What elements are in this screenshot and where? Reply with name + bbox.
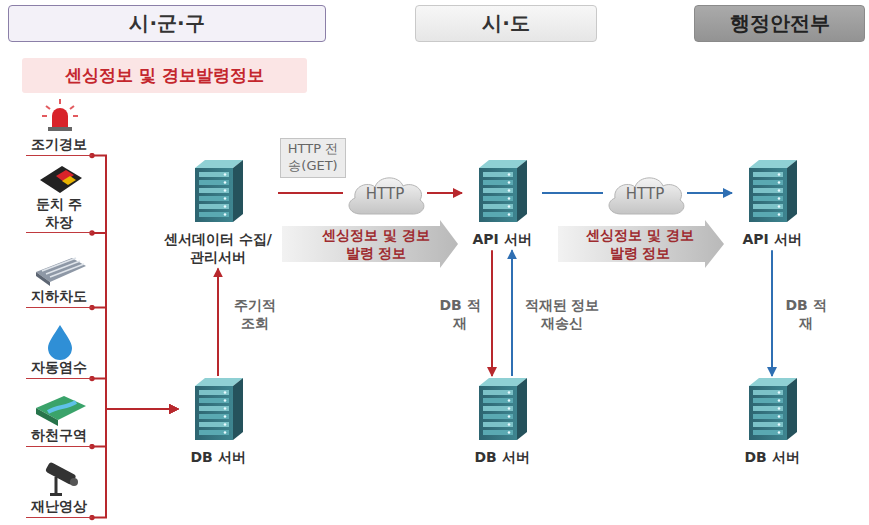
region-header: 시·도 bbox=[415, 5, 597, 42]
edge-label: HTTP 전송(GET) bbox=[280, 138, 346, 178]
node-text: API 서버 bbox=[464, 230, 540, 248]
water-drop-icon bbox=[48, 325, 72, 360]
region-header: 시·군·구 bbox=[8, 5, 326, 42]
sensor-label: 둔치 주차장 bbox=[26, 196, 92, 233]
node-text: HTTP bbox=[366, 185, 404, 203]
node-text: 자동염수 bbox=[30, 359, 88, 377]
section-heading: 센싱정보 및 경보발령정보 bbox=[22, 58, 307, 93]
server-icon bbox=[191, 158, 245, 224]
server-node: API 서버 bbox=[732, 158, 812, 250]
server-icon bbox=[745, 158, 799, 224]
node-text: 센서데이터 수집/관리서버 bbox=[160, 230, 276, 266]
node-text: DB 서버 bbox=[464, 448, 540, 466]
server-node: 센서데이터 수집/관리서버 bbox=[158, 158, 278, 268]
sensor-label: 자동염수 bbox=[26, 359, 92, 379]
connector bbox=[217, 268, 219, 376]
edge-label: 적재된 정보 재송신 bbox=[520, 296, 604, 332]
http-cloud: HTTP bbox=[603, 172, 687, 216]
node-text: 둔치 주차장 bbox=[30, 196, 88, 231]
flow-label: 센싱정보 및 경보발령 정보 bbox=[320, 226, 432, 262]
sensor-label: 조기경보 bbox=[26, 136, 92, 156]
node-text: 하천구역 bbox=[30, 427, 88, 445]
server-node: DB 서버 bbox=[732, 376, 812, 468]
connector bbox=[278, 192, 343, 194]
edge-label: DB 적재 bbox=[782, 296, 830, 332]
connector bbox=[92, 409, 178, 518]
edge-label: 주기적 조회 bbox=[230, 296, 280, 332]
connector bbox=[92, 233, 178, 409]
connector bbox=[92, 379, 178, 410]
node-text: 센싱정보 및 경보발령정보 bbox=[65, 64, 264, 87]
connector bbox=[542, 192, 603, 194]
flow-arrow bbox=[558, 220, 724, 268]
node-text: API 서버 bbox=[734, 230, 810, 248]
parking-icon bbox=[40, 166, 82, 193]
node-text: 시·도 bbox=[482, 10, 530, 37]
node-text: DB 서버 bbox=[180, 448, 256, 466]
server-icon bbox=[191, 376, 245, 442]
connector bbox=[92, 409, 178, 447]
node-text: 지하차도 bbox=[30, 288, 88, 306]
connector bbox=[491, 250, 493, 376]
server-node: API 서버 bbox=[462, 158, 542, 250]
connector bbox=[92, 156, 178, 410]
node-text: DB 서버 bbox=[734, 448, 810, 466]
connector bbox=[771, 250, 773, 376]
node-text: 행정안전부 bbox=[730, 10, 830, 37]
node-text: HTTP bbox=[626, 185, 664, 203]
node-text: 시·군·구 bbox=[129, 10, 204, 37]
sensor-label: 재난영상 bbox=[26, 498, 92, 518]
connector bbox=[427, 192, 462, 194]
flow-arrow bbox=[282, 220, 458, 268]
edge-label: DB 적재 bbox=[436, 296, 484, 332]
server-icon bbox=[475, 376, 529, 442]
camera-icon bbox=[45, 462, 78, 496]
server-icon bbox=[475, 158, 529, 224]
node-text: 재난영상 bbox=[30, 498, 88, 516]
region-header: 행정안전부 bbox=[694, 5, 865, 42]
flow-label: 센싱정보 및 경보발령 정보 bbox=[584, 226, 696, 262]
node-text: 조기경보 bbox=[30, 136, 88, 154]
server-node: DB 서버 bbox=[462, 376, 542, 468]
connector bbox=[687, 192, 732, 194]
underpass-icon bbox=[36, 258, 86, 286]
river-icon bbox=[36, 396, 86, 426]
http-cloud: HTTP bbox=[343, 172, 427, 216]
connector bbox=[511, 250, 513, 376]
sensor-label: 하천구역 bbox=[26, 427, 92, 447]
alarm-icon bbox=[42, 99, 78, 131]
server-icon bbox=[745, 376, 799, 442]
connector bbox=[92, 308, 178, 410]
server-node: DB 서버 bbox=[178, 376, 258, 468]
sensor-label: 지하차도 bbox=[26, 288, 92, 308]
